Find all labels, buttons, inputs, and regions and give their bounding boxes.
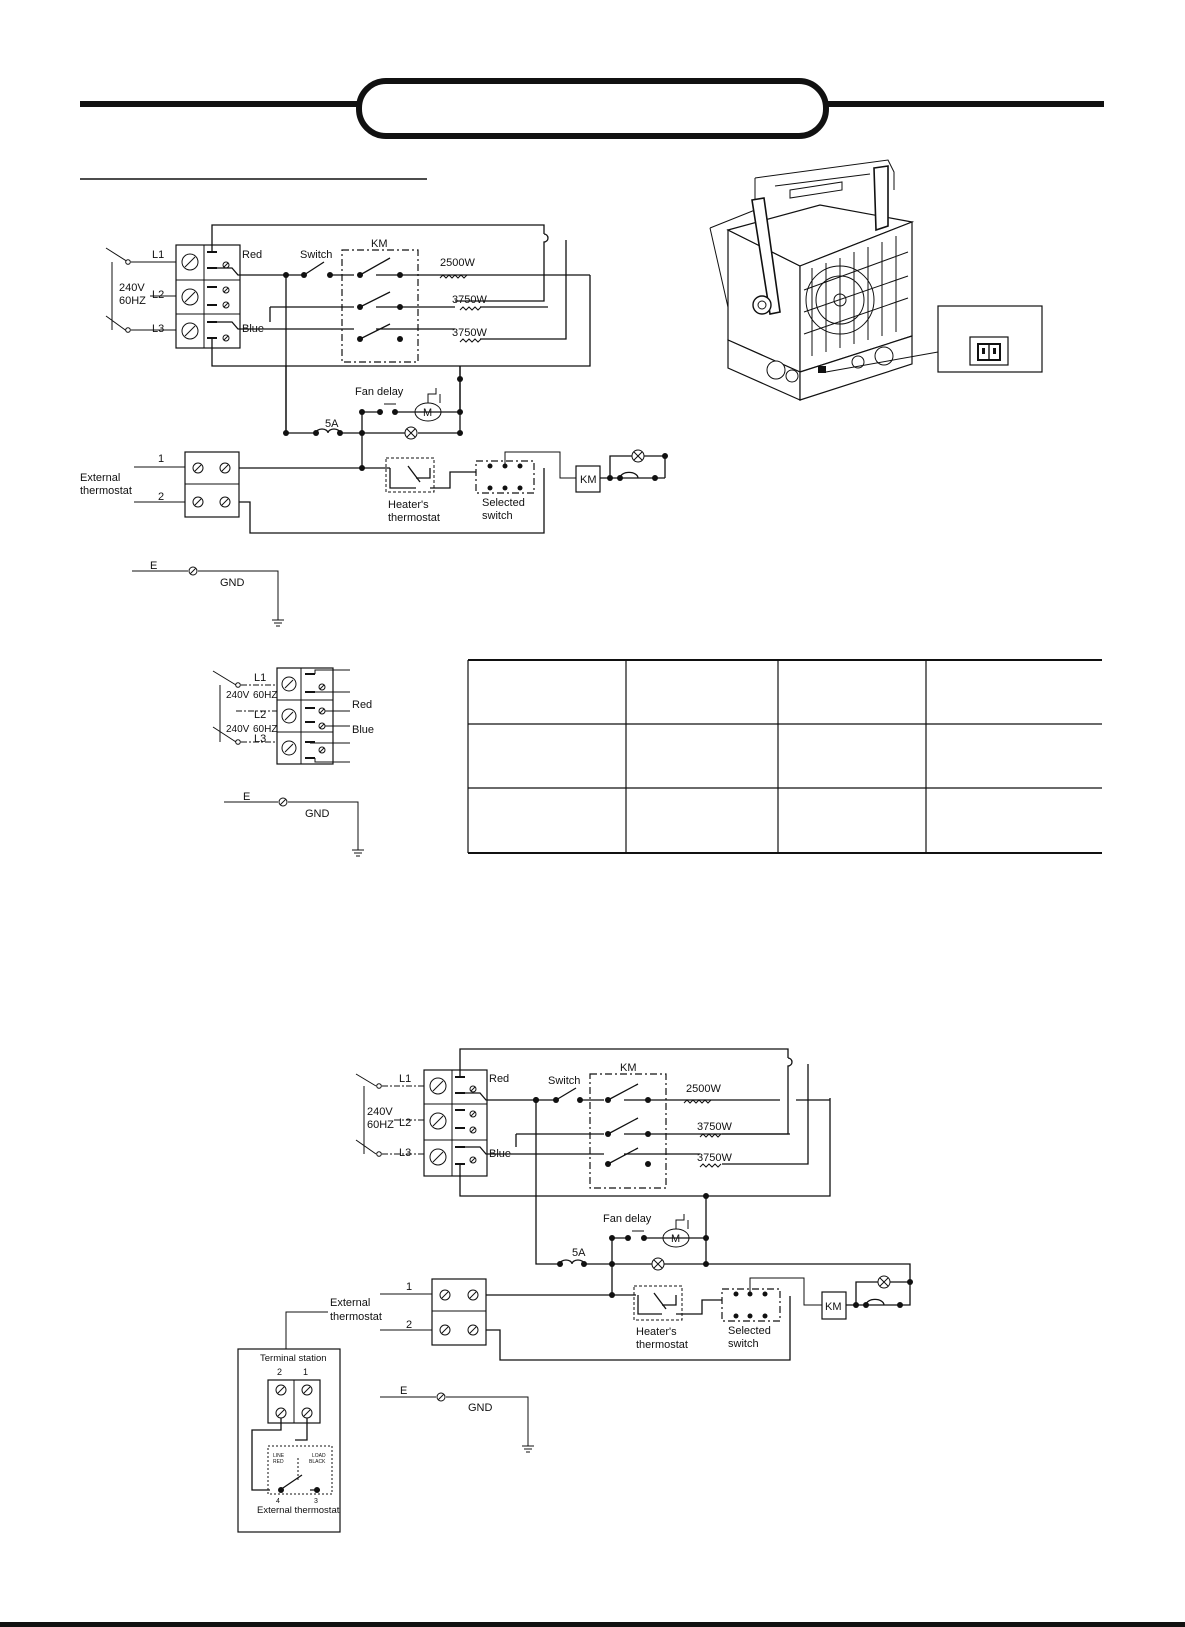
station-bottom-term-3: 3 (314, 1498, 318, 1505)
d3-heater-thermostat-label-1: Heater's (636, 1326, 677, 1338)
fuse-label: 5A (325, 418, 339, 430)
load-label-1: 2500W (440, 257, 475, 269)
load-label-3: 3750W (452, 327, 487, 339)
d3-earth: E (400, 1385, 407, 1397)
heater-thermostat-label-1: Heater's (388, 499, 429, 511)
station-term-2: 2 (277, 1367, 282, 1377)
ext-term-1: 1 (158, 453, 164, 465)
d3-ext-term-2: 2 (406, 1319, 412, 1331)
d2-wire-blue: Blue (352, 724, 374, 736)
d3-wire-red: Red (489, 1073, 509, 1085)
load-label-2: 3750W (452, 294, 487, 306)
d2-earth: E (243, 791, 250, 803)
earth-label: E (150, 560, 157, 572)
d2-line-l3: L3 (254, 733, 266, 745)
d3-ext-term-1: 1 (406, 1281, 412, 1293)
km-coil (575, 465, 601, 493)
station-caption: External thermostat (257, 1505, 340, 1516)
supply-frequency: 60HZ (119, 295, 146, 307)
station-bottom-term-4: 4 (276, 1498, 280, 1505)
fan-delay-label: Fan delay (355, 386, 404, 398)
heater-thermostat-label-2: thermostat (388, 512, 440, 524)
d3-load-label-3: 3750W (697, 1152, 732, 1164)
d3-supply-voltage: 240V (367, 1106, 393, 1118)
terminal-station-label: Terminal station (260, 1353, 327, 1364)
d3-km-coil-label: KM (825, 1301, 842, 1313)
d3-fuse-label: 5A (572, 1247, 586, 1259)
d3-load-label-2: 3750W (697, 1121, 732, 1133)
wire-red-label: Red (242, 249, 262, 261)
bottom-rule (0, 1622, 1185, 1627)
d2-wire-red: Red (352, 699, 372, 711)
selected-switch-label-1: Selected (482, 497, 525, 509)
title-banner (80, 78, 1104, 139)
load-label-1: LOAD (312, 1453, 326, 1459)
d3-selected-switch-label-2: switch (728, 1338, 759, 1350)
d3-contactor-label: KM (620, 1062, 637, 1074)
km-coil-label: KM (580, 474, 597, 486)
wiring-diagram-2: L1 L2 L3 240V 60HZ 240V 60HZ Red Blue E … (212, 667, 374, 857)
wiring-diagram-1: L1 L2 L3 240V 60HZ Red Blue (80, 224, 668, 627)
d3-fan-delay-label: Fan delay (603, 1213, 652, 1225)
supply-voltage: 240V (119, 282, 145, 294)
d2-line-l2: L2 (254, 709, 266, 721)
d3-switch-label: Switch (548, 1075, 580, 1087)
km-contactor-box (341, 249, 419, 363)
d3-selected-switch-label-1: Selected (728, 1325, 771, 1337)
d3-terminal-block (423, 1069, 488, 1177)
ext-thermostat-label-2: thermostat (80, 485, 132, 497)
contactor-label: KM (371, 238, 388, 250)
line-label-2: RED (273, 1459, 284, 1465)
motor-label: M (423, 407, 432, 419)
d3-line-l3: L3 (399, 1147, 411, 1159)
d3-supply-frequency: 60HZ (367, 1119, 394, 1131)
d3-line-l2: L2 (399, 1117, 411, 1129)
line-label-l1: L1 (152, 249, 164, 261)
terminal-block (175, 244, 241, 349)
d2-supply-voltage-1: 240V (226, 690, 250, 701)
d3-ext-thermostat-terminal (431, 1278, 487, 1346)
d3-line-l1: L1 (399, 1073, 411, 1085)
d2-supply-frequency-2: 60HZ (253, 724, 277, 735)
station-term-1: 1 (303, 1367, 308, 1377)
switch-label: Switch (300, 249, 332, 261)
d3-km-contactor-box (589, 1073, 667, 1189)
d3-ext-thermostat-label-2: thermostat (330, 1311, 382, 1323)
d3-heater-thermostat-label-2: thermostat (636, 1339, 688, 1351)
ext-thermostat-label-1: External (80, 472, 120, 484)
d2-supply-frequency-1: 60HZ (253, 690, 277, 701)
d3-motor-label: M (671, 1233, 680, 1245)
line-label-1: LINE (273, 1453, 285, 1459)
d2-gnd: GND (305, 808, 330, 820)
d3-gnd: GND (468, 1402, 493, 1414)
d3-load-label-1: 2500W (686, 1083, 721, 1095)
heater-illustration (709, 159, 1043, 401)
d2-line-l1: L1 (254, 672, 266, 684)
line-label-l2: L2 (152, 289, 164, 301)
selected-switch-label-2: switch (482, 510, 513, 522)
spec-table (467, 659, 1102, 854)
load-label-2: BLACK (309, 1459, 326, 1465)
d2-supply-voltage-2: 240V (226, 724, 250, 735)
d3-km-coil (821, 1291, 847, 1320)
wiring-diagram-3: L1 L2 L3 240V 60HZ Red Blue (237, 1048, 913, 1533)
d3-ext-thermostat-label-1: External (330, 1297, 370, 1309)
ext-term-2: 2 (158, 491, 164, 503)
gnd-label: GND (220, 577, 245, 589)
line-label-l3: L3 (152, 323, 164, 335)
